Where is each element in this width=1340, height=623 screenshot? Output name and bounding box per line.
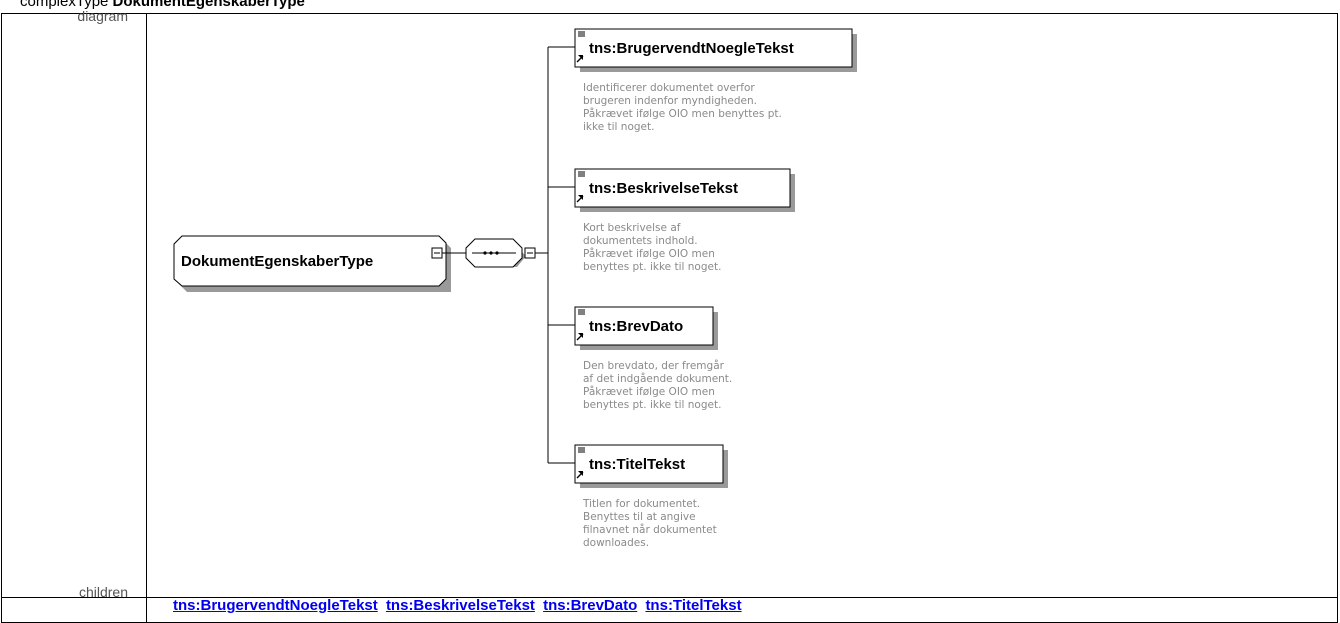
doc-beskrivelsetekst: Kort beskrivelse af dokumentets indhold.…: [583, 222, 721, 273]
doc-line: filnavnet når dokumentet: [583, 523, 717, 536]
doc-line: benyttes pt. ikke til noget.: [583, 261, 721, 273]
sequence-collapse-icon[interactable]: [524, 247, 536, 259]
doc-brevdato: Den brevdato, der fremgår af det indgåen…: [583, 359, 732, 411]
heading-type-name: DokumentEgenskaberType: [112, 0, 305, 10]
column-divider: [146, 14, 147, 622]
doc-line: Påkrævet ifølge OIO men benyttes pt.: [583, 107, 782, 120]
root-collapse-icon[interactable]: [431, 247, 443, 259]
doc-line: Kort beskrivelse af: [583, 222, 681, 234]
child-link-titeltekst[interactable]: tns:TitelTekst: [645, 597, 742, 614]
doc-line: benyttes pt. ikke til noget.: [583, 399, 721, 411]
doc-line: downloades.: [583, 537, 649, 549]
heading-prefix: complexType: [20, 0, 109, 10]
element-node-brevdato: tns:BrevDato: [574, 306, 718, 350]
child-link-beskrivelsetekst[interactable]: tns:BeskrivelseTekst: [385, 597, 535, 614]
doc-line: Påkrævet ifølge OIO men: [583, 247, 715, 260]
children-row-label: children: [78, 584, 128, 600]
element-node-beskrivelsetekst: tns:BeskrivelseTekst: [574, 168, 795, 212]
doc-titeltekst: Titlen for dokumentet. Benyttes til at a…: [582, 498, 717, 549]
doc-brugervendtnoegletekst: Identificerer dokumentet overfor brugere…: [583, 82, 782, 133]
doc-line: Benyttes til at angive: [583, 511, 696, 523]
element-label-titeltekst: tns:TitelTekst: [589, 456, 685, 473]
root-type-node: DokumentEgenskaberType: [173, 235, 451, 292]
doc-line: Identificerer dokumentet overfor: [583, 82, 755, 94]
doc-line: brugeren indenfor myndigheden.: [583, 95, 757, 107]
child-link-brugervendtnoegletekst[interactable]: tns:BrugervendtNoegleTekst: [173, 597, 378, 614]
doc-line: Den brevdato, der fremgår: [583, 359, 725, 372]
doc-line: ikke til noget.: [583, 121, 654, 133]
children-links: tns:BrugervendtNoegleTekst tns:Beskrivel…: [173, 597, 746, 614]
page-heading: complexType DokumentEgenskaberType: [20, 0, 305, 10]
row-divider: [2, 597, 1337, 598]
doc-line: Påkrævet ifølge OIO men: [583, 385, 715, 398]
child-link-brevdato[interactable]: tns:BrevDato: [543, 597, 638, 614]
doc-line: dokumentets indhold.: [583, 235, 698, 247]
element-label-brevdato: tns:BrevDato: [589, 318, 683, 335]
root-type-label: DokumentEgenskaberType: [181, 253, 373, 270]
diagram-row-label: diagram: [77, 8, 128, 24]
element-node-titeltekst: tns:TitelTekst: [574, 444, 728, 488]
schema-diagram: DokumentEgenskaberType tns:BrugervendtNo…: [173, 28, 857, 549]
element-label-brugervendtnoegletekst: tns:BrugervendtNoegleTekst: [589, 40, 794, 57]
doc-line: af det indgående dokument.: [583, 372, 732, 385]
element-node-brugervendtnoegletekst: tns:BrugervendtNoegleTekst: [574, 28, 857, 72]
sequence-compositor: [465, 238, 526, 268]
doc-line: Titlen for dokumentet.: [582, 498, 700, 510]
element-label-beskrivelsetekst: tns:BeskrivelseTekst: [589, 180, 738, 197]
